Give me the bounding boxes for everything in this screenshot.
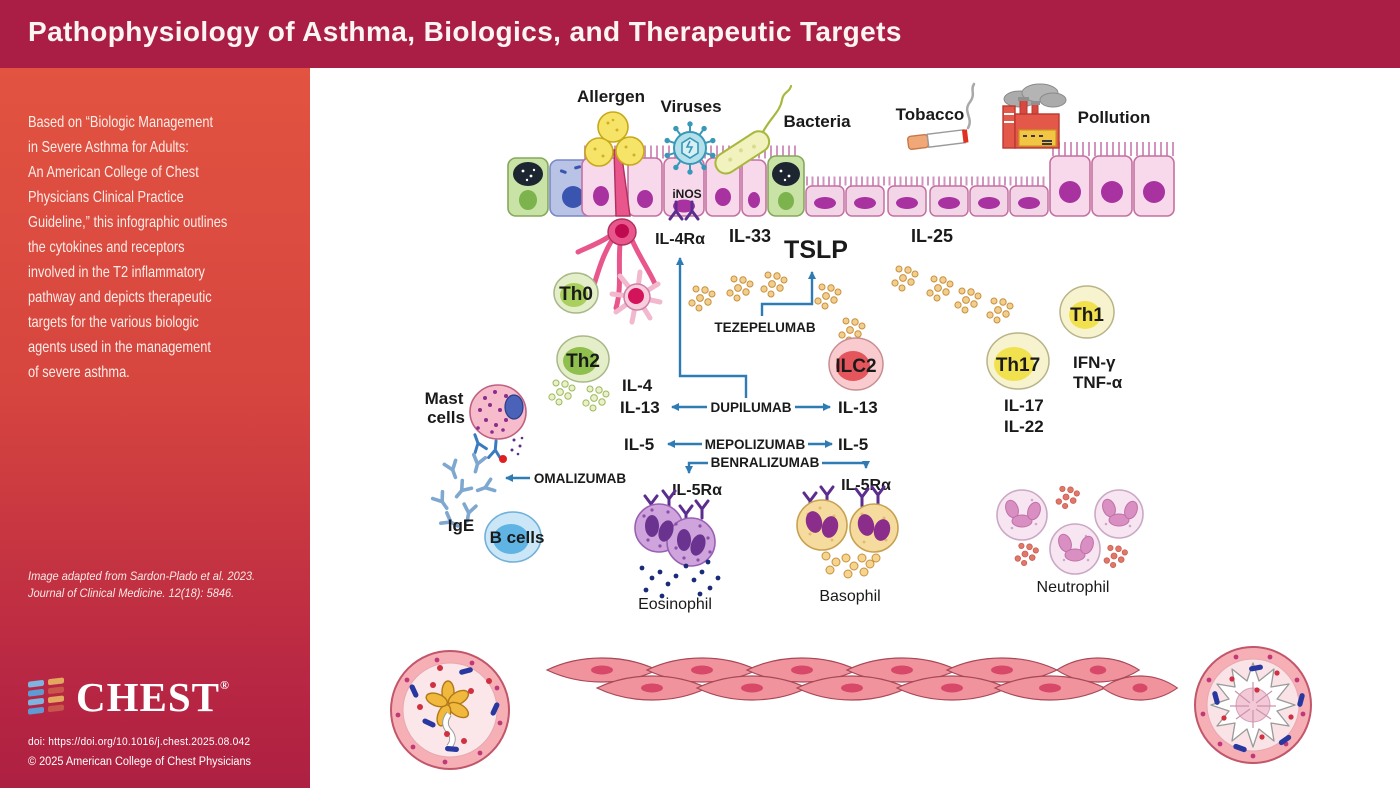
il17-label: IL-17 (1004, 396, 1044, 415)
th17-cell-icon: Th17 (986, 332, 1050, 390)
viruses-label: Viruses (660, 97, 721, 116)
basophil-icon (796, 485, 899, 579)
mepolizumab-label: MEPOLIZUMAB (705, 437, 806, 452)
basophil-label: Basophil (819, 588, 880, 605)
tslp-label: TSLP (784, 236, 848, 264)
mucus-gland-icon (425, 680, 470, 727)
chest-logo-stripes-icon (28, 677, 64, 715)
benralizumab-label: BENRALIZUMAB (711, 455, 820, 470)
allergen-icon (584, 111, 645, 167)
pollution-label: Pollution (1078, 108, 1151, 127)
ciliated-cells (581, 157, 767, 217)
ige-label: IgE (448, 516, 474, 535)
asthma-pathway-diagram: iNOS (390, 82, 1312, 770)
th17-label: Th17 (996, 355, 1040, 376)
th1-label: Th1 (1070, 305, 1104, 326)
ifn-gamma-label: IFN-γ (1073, 353, 1116, 372)
remodeled-airway-cross-section-icon (1194, 646, 1312, 764)
chest-logo: CHEST® (26, 676, 230, 718)
th0-cell-icon: Th0 (553, 272, 599, 314)
th2-label: Th2 (566, 351, 600, 372)
copyright-text: © 2025 American College of Chest Physici… (28, 756, 252, 768)
intro-text: Based on “Biologic Management in Severe … (28, 114, 228, 381)
il5-left-label: IL-5 (624, 435, 654, 454)
mast-cells-label-line2: cells (427, 408, 465, 427)
ilc2-cell-icon: ILC2 (828, 337, 884, 391)
doi-text: doi: https://doi.org/10.1016/j.chest.202… (28, 736, 251, 748)
factory-icon (1002, 83, 1067, 149)
ilc2-label: ILC2 (835, 356, 876, 377)
il22-label: IL-22 (1004, 417, 1044, 436)
omalizumab-label: OMALIZUMAB (534, 471, 626, 486)
benralizumab-right-arrow (822, 461, 870, 469)
virus-icon (663, 121, 717, 176)
il5-right-label: IL-5 (838, 435, 868, 454)
il13-left-label: IL-13 (620, 398, 660, 417)
benralizumab-left-arrow (685, 461, 708, 474)
th2-granules (548, 379, 610, 412)
neutrophil-label: Neutrophil (1037, 579, 1110, 596)
page-title: Pathophysiology of Asthma, Biologics, an… (28, 16, 902, 47)
flattened-cells (805, 185, 1049, 217)
bacteria-label: Bacteria (783, 112, 851, 131)
dendritic-cell-icon (609, 269, 663, 325)
il5ra-left-label: IL-5Rα (672, 482, 722, 499)
chest-logo-text: CHEST® (76, 673, 230, 720)
goblet-cell-icon (767, 155, 805, 217)
eosinophil-granules (639, 559, 721, 599)
cigarette-icon (907, 82, 976, 150)
dupilumab-label: DUPILUMAB (711, 400, 792, 415)
title-bar: Pathophysiology of Asthma, Biologics, an… (0, 0, 1400, 68)
b-cells-label: B cells (490, 528, 545, 547)
tezepelumab-label: TEZEPELUMAB (714, 320, 816, 335)
th0-label: Th0 (559, 284, 593, 305)
goblet-cell-icon (507, 157, 549, 217)
b-cell-icon: B cells (484, 511, 545, 563)
il33-label: IL-33 (729, 226, 771, 246)
image-credit: Image adapted from Sardon-Plado et al. 2… (28, 569, 256, 600)
il13-right-label: IL-13 (838, 398, 878, 417)
inos-label: iNOS (672, 187, 701, 201)
airway-cross-section-icon (390, 650, 510, 770)
il4-label: IL-4 (622, 376, 653, 395)
sidebar: Based on “Biologic Management in Severe … (0, 68, 310, 788)
il4ra-label: IL-4Rα (655, 231, 705, 248)
tnf-alpha-label: TNF-α (1073, 373, 1123, 392)
eosinophil-label: Eosinophil (638, 596, 712, 613)
tobacco-label: Tobacco (896, 105, 965, 124)
basophil-granules (821, 551, 881, 579)
allergen-label: Allergen (577, 87, 645, 106)
tezepelumab-tslp-arrow (760, 271, 816, 316)
mast-cell-icon (467, 384, 527, 463)
th2-cell-icon: Th2 (556, 335, 610, 383)
il5ra-right-label: IL-5Rα (841, 477, 891, 494)
neutrophil-icon (996, 485, 1144, 575)
il25-label: IL-25 (911, 226, 953, 246)
smooth-muscle-band (546, 657, 1179, 701)
registered-mark: ® (220, 677, 230, 692)
eosinophil-icon (634, 489, 721, 599)
dupilumab-il4ra-arrow (676, 257, 748, 398)
mast-cells-label-line1: Mast (425, 389, 464, 408)
bacteria-icon (714, 84, 793, 175)
th1-cell-icon: Th1 (1059, 285, 1115, 339)
